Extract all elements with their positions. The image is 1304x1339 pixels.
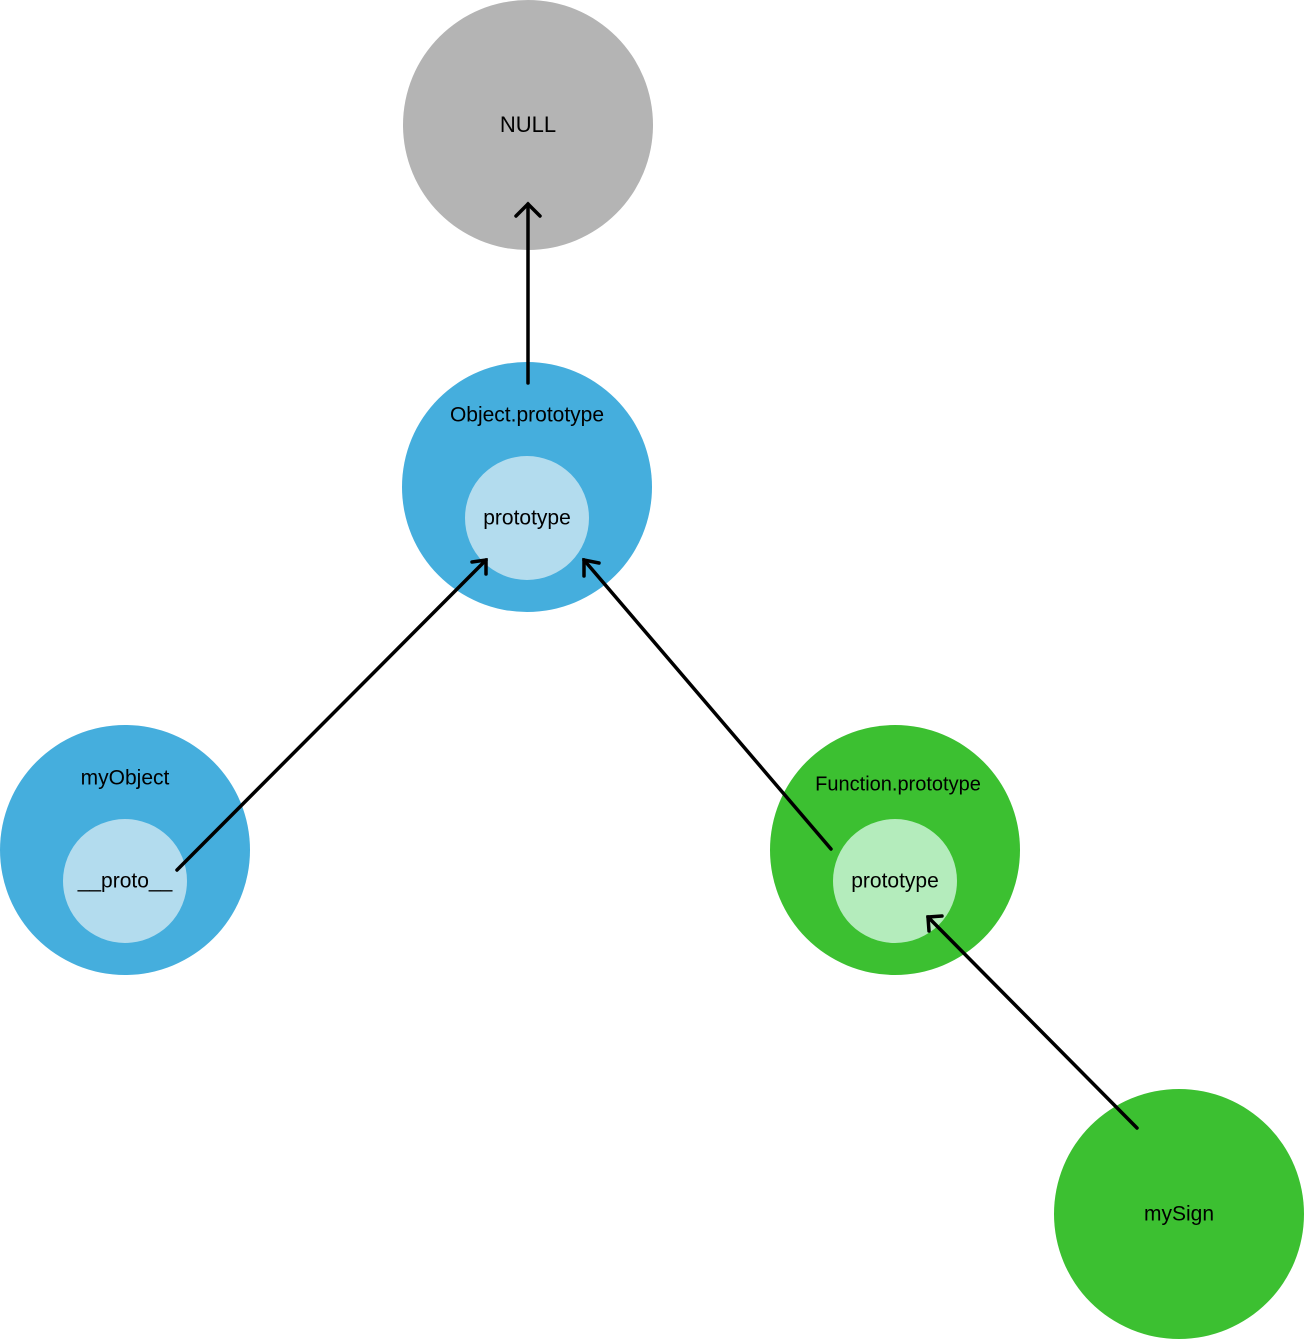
function-prototype-label: Function.prototype bbox=[815, 773, 981, 795]
my-sign-node: mySign bbox=[1054, 1089, 1304, 1339]
edge-my-sign-to-function-prototype bbox=[926, 914, 1139, 1130]
arrowhead-icon bbox=[514, 201, 542, 218]
function-prototype-node: Function.prototype prototype bbox=[770, 725, 1020, 975]
arrowhead-icon bbox=[582, 557, 601, 578]
null-node-circle bbox=[403, 0, 653, 250]
edge-object-prototype-to-null bbox=[514, 201, 542, 385]
edge-line bbox=[926, 915, 1139, 1130]
my-object-inner-circle bbox=[63, 819, 187, 943]
my-sign-circle bbox=[1054, 1089, 1304, 1339]
edge-my-object-to-object-prototype bbox=[175, 557, 488, 872]
edge-line bbox=[582, 558, 833, 851]
object-prototype-label: Object.prototype bbox=[450, 404, 604, 427]
arrowhead-icon bbox=[470, 557, 488, 576]
edge-line bbox=[175, 558, 488, 872]
my-sign-label: mySign bbox=[1144, 1203, 1214, 1226]
null-node: NULL bbox=[403, 0, 653, 250]
my-object-inner-label: __proto__ bbox=[77, 870, 173, 893]
my-object-label: myObject bbox=[81, 767, 170, 790]
function-prototype-inner-label: prototype bbox=[851, 870, 939, 893]
null-node-label: NULL bbox=[500, 112, 556, 137]
object-prototype-inner-label: prototype bbox=[483, 507, 571, 530]
object-prototype-node: Object.prototype prototype bbox=[402, 362, 652, 612]
object-prototype-inner-circle bbox=[465, 456, 589, 580]
my-object-node: myObject __proto__ bbox=[0, 725, 250, 975]
function-prototype-inner-circle bbox=[833, 819, 957, 943]
arrowhead-icon bbox=[926, 914, 944, 933]
edge-function-prototype-to-object-prototype bbox=[582, 557, 833, 851]
